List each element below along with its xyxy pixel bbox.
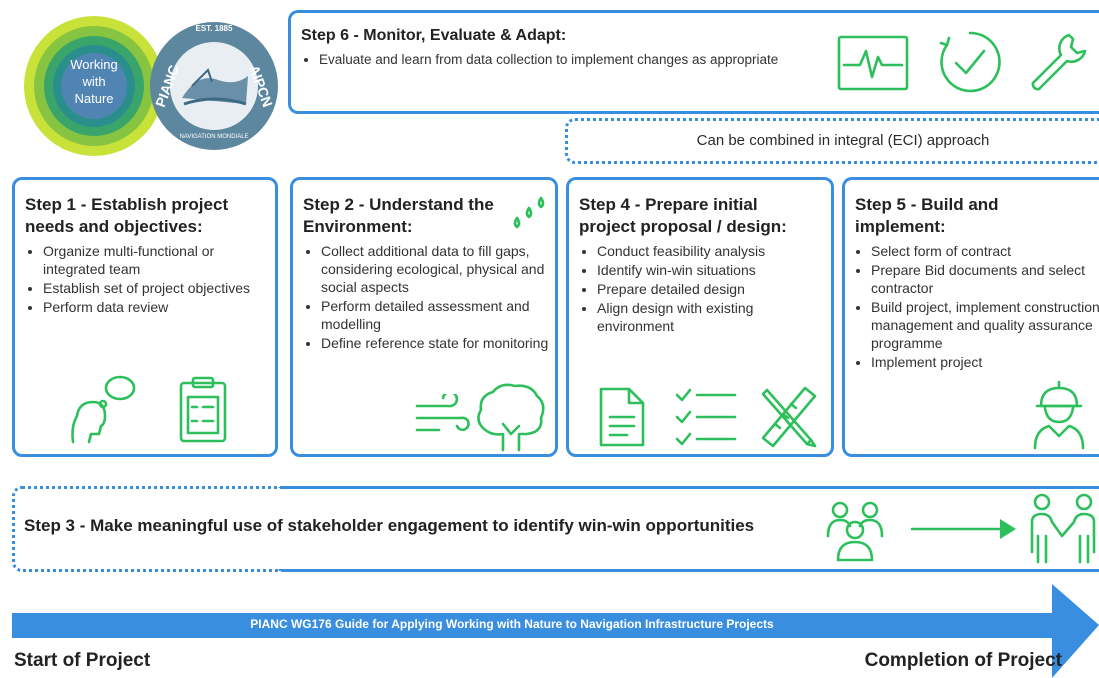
step3-box: Step 3 - Make meaningful use of stakehol…	[12, 486, 1099, 572]
end-label: Completion of Project	[864, 650, 1062, 671]
step2-title-line: Step 2 - Understand the	[303, 195, 494, 214]
stakeholder-group-icon	[822, 496, 888, 562]
check-clock-icon	[937, 29, 1003, 95]
document-icon	[597, 385, 647, 449]
step4-title-line: project proposal / design:	[579, 217, 787, 236]
step6-title: Step 6 - Monitor, Evaluate & Adapt:	[301, 27, 567, 44]
arrow-right-icon	[908, 516, 1018, 542]
step5-bullet: Select form of contract	[871, 242, 1099, 260]
pianc-seal-bottom: NAVIGATION MONDIALE	[179, 134, 249, 140]
pianc-seal-graphic	[150, 22, 278, 150]
tree-icon	[473, 380, 549, 452]
step1-bullet: Establish set of project objectives	[43, 279, 270, 297]
wwn-logo-line: Working	[70, 57, 118, 72]
checklist-icon	[673, 385, 739, 449]
wwn-logo-graphic	[24, 16, 164, 156]
ruler-pencil-icon	[755, 380, 821, 450]
step4-bullet: Align design with existing environment	[597, 299, 829, 335]
heartbeat-monitor-icon	[836, 33, 910, 93]
step1-title-line: Step 1 - Establish project	[25, 195, 229, 214]
step2-bullet: Collect additional data to fill gaps, co…	[321, 242, 553, 296]
step4-title-line: Step 4 - Prepare initial	[579, 195, 758, 214]
pianc-logo: EST. 1885 PIANC AIPCN NAVIGATION MONDIAL…	[148, 20, 280, 152]
timeline-banner-text: PIANC WG176 Guide for Applying Working w…	[250, 617, 774, 631]
step5-bullet: Build project, implement construction ma…	[871, 298, 1099, 352]
step1-bullet: Organize multi-functional or integrated …	[43, 242, 270, 278]
step1-box: Step 1 - Establish project needs and obj…	[12, 177, 278, 457]
step4-bullet: Identify win-win situations	[597, 261, 829, 279]
start-label: Start of Project	[14, 650, 151, 671]
water-drops-icon	[509, 196, 549, 232]
step1-bullet: Perform data review	[43, 298, 270, 316]
construction-worker-icon	[1029, 380, 1089, 450]
wwn-logo: Working with Nature	[22, 14, 166, 158]
step5-title-line: Step 5 - Build and	[855, 195, 999, 214]
wind-icon	[413, 394, 471, 440]
eci-text: Can be combined in integral (ECI) approa…	[696, 132, 990, 149]
step1-title-line: needs and objectives:	[25, 217, 203, 236]
step5-box: Step 5 - Build and implement: Select for…	[842, 177, 1099, 457]
step5-title-line: implement:	[855, 217, 946, 236]
step2-bullet: Define reference state for monitoring	[321, 334, 553, 352]
handshake-people-icon	[1028, 492, 1098, 566]
timeline-arrow: PIANC WG176 Guide for Applying Working w…	[12, 584, 1099, 678]
step2-box: Step 2 - Understand the Environment: Col…	[290, 177, 558, 457]
clipboard-icon	[177, 375, 229, 445]
step4-box: Step 4 - Prepare initial project proposa…	[566, 177, 834, 457]
step2-title-line: Environment:	[303, 217, 413, 236]
step2-bullet: Perform detailed assessment and modellin…	[321, 297, 553, 333]
timeline-arrow-shape	[12, 584, 1099, 678]
wwn-logo-line: Nature	[74, 91, 114, 106]
step4-bullet: Prepare detailed design	[597, 280, 829, 298]
step4-bullet: Conduct feasibility analysis	[597, 242, 829, 260]
step5-bullet: Prepare Bid documents and select contrac…	[871, 261, 1099, 297]
step3-title: Step 3 - Make meaningful use of stakehol…	[24, 516, 755, 535]
eci-banner: Can be combined in integral (ECI) approa…	[565, 118, 1099, 164]
pianc-seal-top: EST. 1885	[195, 24, 233, 33]
step6-box: Step 6 - Monitor, Evaluate & Adapt: Eval…	[288, 10, 1099, 114]
step6-bullet: Evaluate and learn from data collection …	[319, 51, 821, 69]
thinking-person-icon	[65, 372, 141, 448]
wrench-icon	[1027, 31, 1087, 93]
wwn-logo-line: with	[82, 74, 106, 89]
step5-bullet: Implement project	[871, 353, 1099, 371]
